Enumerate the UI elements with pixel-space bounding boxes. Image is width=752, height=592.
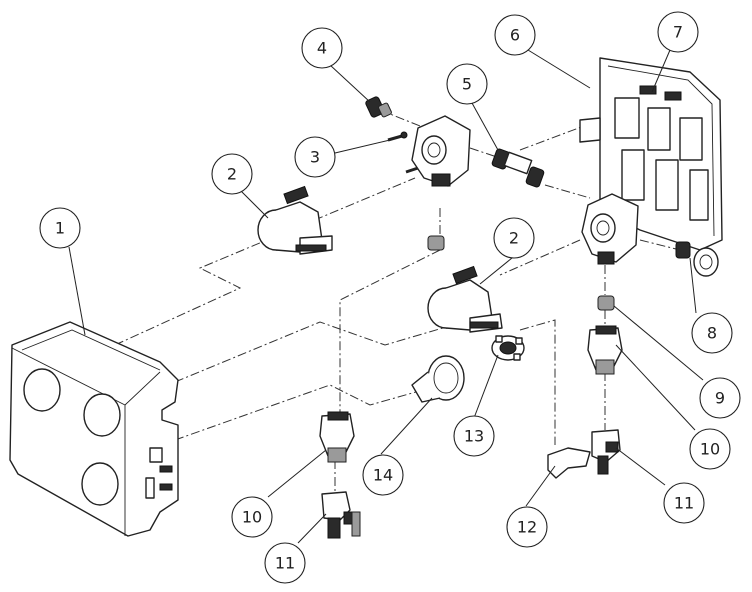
callout-label: 14: [373, 466, 393, 485]
callout-2-upper: 2: [211, 153, 253, 195]
callout-11-left: 11: [264, 542, 306, 584]
callout-label: 1: [55, 219, 65, 238]
callout-label: 9: [715, 389, 725, 408]
callout-10-left: 10: [231, 496, 273, 538]
callout-label: 7: [673, 23, 683, 42]
callout-label: 8: [707, 324, 717, 343]
callout-10-right: 10: [689, 428, 731, 470]
part-connector-tube: [491, 148, 545, 188]
part-o-ring: [597, 295, 615, 311]
callout-label: 13: [464, 427, 484, 446]
callout-label: 2: [509, 229, 519, 248]
part-clip: [547, 447, 591, 479]
part-bushing: [365, 96, 392, 118]
part-adapter-left: [319, 411, 355, 463]
part-cover: [9, 321, 179, 537]
callout-12: 12: [506, 506, 548, 548]
part-lower-head: [581, 193, 639, 265]
callout-11-right: 11: [663, 482, 705, 524]
callout-6: 6: [494, 14, 536, 56]
callout-label: 10: [700, 440, 720, 459]
callout-label: 2: [227, 165, 237, 184]
part-valve-lower: [427, 265, 503, 333]
callout-5: 5: [446, 63, 488, 105]
callout-label: 6: [510, 26, 520, 45]
part-cone: [411, 355, 465, 403]
part-adapter-right: [587, 325, 623, 375]
callout-label: 5: [462, 75, 472, 94]
callout-label: 12: [517, 518, 537, 537]
part-gear: [491, 335, 525, 361]
callout-label: 11: [275, 554, 295, 573]
callout-label: 3: [310, 148, 320, 167]
part-valve-upper: [257, 185, 333, 255]
callout-14: 14: [362, 454, 404, 496]
assembly-lines: [114, 109, 681, 495]
callout-8: 8: [691, 312, 733, 354]
leader-lines: [68, 49, 704, 544]
callout-7: 7: [657, 11, 699, 53]
callout-1: 1: [39, 207, 81, 249]
callout-9: 9: [699, 377, 741, 419]
part-upper-head: [411, 115, 471, 251]
callout-label: 4: [317, 39, 327, 58]
callout-2-lower: 2: [493, 217, 535, 259]
part-knob: [675, 241, 719, 277]
part-fitting-right: [591, 429, 621, 475]
part-fitting-left: [321, 491, 361, 539]
callout-label: 11: [674, 494, 694, 513]
callout-3: 3: [294, 136, 336, 178]
callout-label: 10: [242, 508, 262, 527]
callout-13: 13: [453, 415, 495, 457]
callout-4: 4: [301, 27, 343, 69]
